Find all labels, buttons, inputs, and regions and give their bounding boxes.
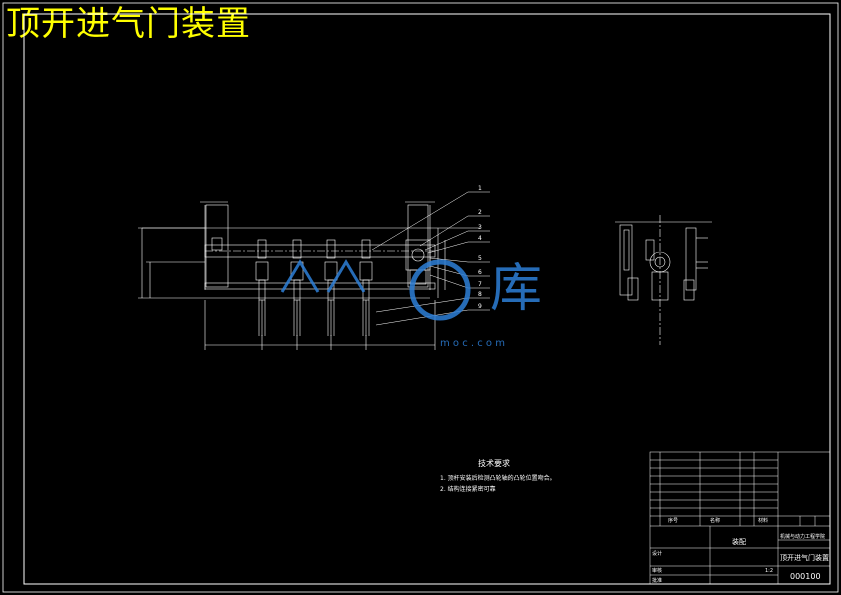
balloon-2: 2 — [478, 209, 482, 216]
tech-item-1: 1. 顶杆安装后检测凸轮轴的凸轮位置吻合。 — [440, 474, 556, 482]
col-material: 材料 — [758, 517, 768, 524]
balloon-9: 9 — [478, 303, 482, 310]
scale: 1:2 — [765, 568, 773, 574]
side-view — [615, 215, 712, 345]
balloon-1: 1 — [478, 185, 482, 192]
balloon-7: 7 — [478, 281, 482, 288]
tech-requirements: 技术要求 1. 顶杆安装后检测凸轮轴的凸轮位置吻合。 2. 结构连接紧密可靠 — [440, 458, 556, 493]
balloon-6: 6 — [478, 269, 482, 276]
balloon-labels: 1 2 3 4 5 6 7 8 9 — [478, 185, 482, 310]
tech-heading: 技术要求 — [478, 458, 510, 468]
balloon-4: 4 — [478, 235, 482, 242]
leader-lines — [371, 191, 490, 326]
push-rod-2 — [290, 239, 304, 336]
balloon-5: 5 — [478, 255, 482, 262]
drawing-number: 000100 — [790, 572, 821, 581]
col-seq: 序号 — [668, 517, 678, 524]
checker-label: 审核 — [652, 567, 662, 574]
school: 机械与动力工程学院 — [780, 533, 825, 540]
title-block — [649, 451, 831, 585]
tech-item-2: 2. 结构连接紧密可靠 — [440, 485, 496, 493]
block-drawing-name: 顶开进气门装置 — [780, 553, 829, 562]
watermark-url: m o c . c o m — [440, 338, 505, 349]
balloon-3: 3 — [478, 224, 482, 231]
push-rod-4 — [359, 239, 373, 336]
col-name: 名称 — [710, 517, 720, 524]
push-rods — [255, 239, 373, 336]
assembly-label: 装配 — [732, 537, 746, 546]
end-mechanism — [405, 239, 431, 285]
push-rod-3 — [324, 239, 338, 336]
designer-label: 设计 — [652, 550, 662, 557]
watermark-text: 库 — [490, 259, 542, 319]
push-rod-1 — [255, 239, 269, 336]
title-block-text: 序号 名称 材料 设计 审核 批准 装配 1:2 机械与动力工程学院 顶开进气门… — [652, 517, 829, 584]
balloon-8: 8 — [478, 291, 482, 298]
approver-label: 批准 — [652, 577, 662, 584]
watermark: 库 m o c . c o m — [280, 259, 542, 349]
drawing-title: 顶开进气门装置 — [6, 4, 251, 44]
